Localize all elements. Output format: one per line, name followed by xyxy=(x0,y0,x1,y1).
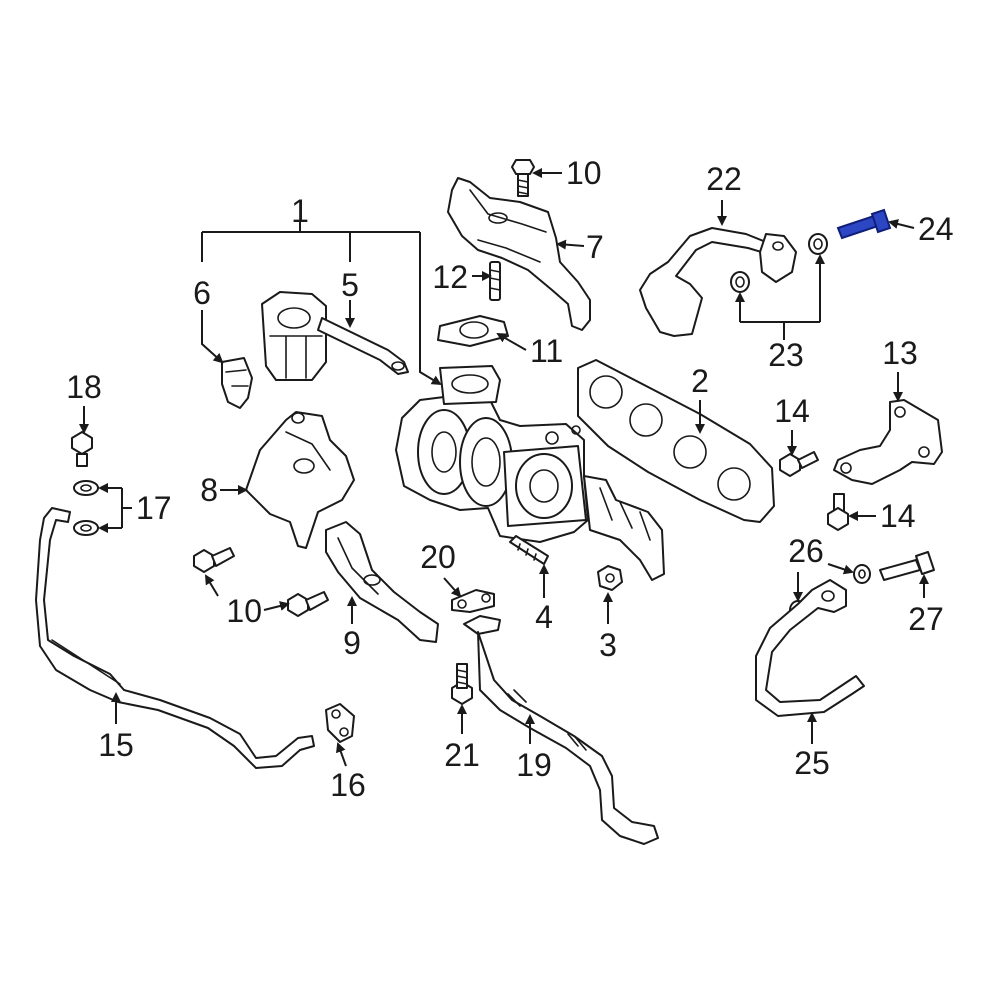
callout-10-top: 10 xyxy=(566,155,602,191)
callout-11: 11 xyxy=(530,333,563,369)
part-1-exhaust-manifold[interactable] xyxy=(583,475,665,581)
part-10-bolt-lower[interactable] xyxy=(287,591,329,617)
callout-26: 26 xyxy=(788,533,824,569)
callout-6: 6 xyxy=(193,275,211,311)
part-2-manifold-gasket[interactable] xyxy=(577,359,775,523)
callout-9: 9 xyxy=(343,625,361,661)
part-22-coolant-pipe[interactable] xyxy=(639,227,797,337)
callout-27: 27 xyxy=(908,601,944,637)
part-14-bolt-lower[interactable] xyxy=(827,493,849,531)
callout-12: 12 xyxy=(432,259,468,295)
part-12-stud[interactable] xyxy=(489,261,501,301)
part-16-gasket[interactable] xyxy=(325,703,355,743)
part-5-actuator[interactable] xyxy=(261,291,409,381)
part-1-turbocharger[interactable] xyxy=(395,365,589,543)
callout-13: 13 xyxy=(882,335,918,371)
part-25-coolant-pipe[interactable] xyxy=(755,579,865,717)
part-20-gasket[interactable] xyxy=(451,589,495,613)
callout-23: 23 xyxy=(768,337,804,373)
part-6-sensor[interactable] xyxy=(221,357,253,409)
callout-25: 25 xyxy=(794,745,830,781)
part-11-gasket[interactable] xyxy=(437,315,509,347)
callout-14-upper: 14 xyxy=(774,393,810,429)
part-4-stud[interactable] xyxy=(509,535,549,565)
callout-3: 3 xyxy=(599,627,617,663)
callout-21: 21 xyxy=(444,737,480,773)
part-10-bolt-upper-left[interactable] xyxy=(193,547,235,573)
part-27-bolt[interactable] xyxy=(879,551,935,581)
part-8-heat-shield[interactable] xyxy=(245,411,355,549)
part-19-oil-pipe[interactable] xyxy=(463,615,659,845)
callout-2: 2 xyxy=(691,363,709,399)
part-13-bracket[interactable] xyxy=(833,399,943,485)
leader-lines xyxy=(79,168,929,767)
callout-20: 20 xyxy=(420,539,456,575)
callout-4: 4 xyxy=(535,599,553,635)
part-15-oil-pipe[interactable] xyxy=(35,507,315,769)
part-14-bolt-upper[interactable] xyxy=(779,451,819,477)
part-17-washers[interactable] xyxy=(73,480,99,536)
callout-19: 19 xyxy=(516,747,552,783)
part-21-bolt[interactable] xyxy=(451,663,473,705)
callout-18: 18 xyxy=(66,369,102,405)
part-18-bolt[interactable] xyxy=(71,431,93,467)
callout-labels: 1 2 3 4 5 6 7 8 9 10 10 11 12 13 14 14 1… xyxy=(66,155,953,803)
callout-17: 17 xyxy=(136,490,172,526)
part-10-bolt-top[interactable] xyxy=(511,159,535,197)
callout-10-middle: 10 xyxy=(226,593,262,629)
callout-22: 22 xyxy=(706,161,742,197)
callout-5: 5 xyxy=(341,267,359,303)
callout-16: 16 xyxy=(330,767,366,803)
callout-15: 15 xyxy=(98,727,134,763)
part-9-heat-shield[interactable] xyxy=(325,521,439,643)
callout-24: 24 xyxy=(918,211,954,247)
callout-14-lower: 14 xyxy=(880,498,916,534)
part-24-banjo-bolt[interactable] xyxy=(836,208,892,240)
part-7-heat-shield[interactable] xyxy=(447,177,591,331)
callout-7: 7 xyxy=(586,229,604,265)
part-3-nut[interactable] xyxy=(597,565,623,591)
callout-1: 1 xyxy=(291,193,309,229)
callout-8: 8 xyxy=(200,472,218,508)
